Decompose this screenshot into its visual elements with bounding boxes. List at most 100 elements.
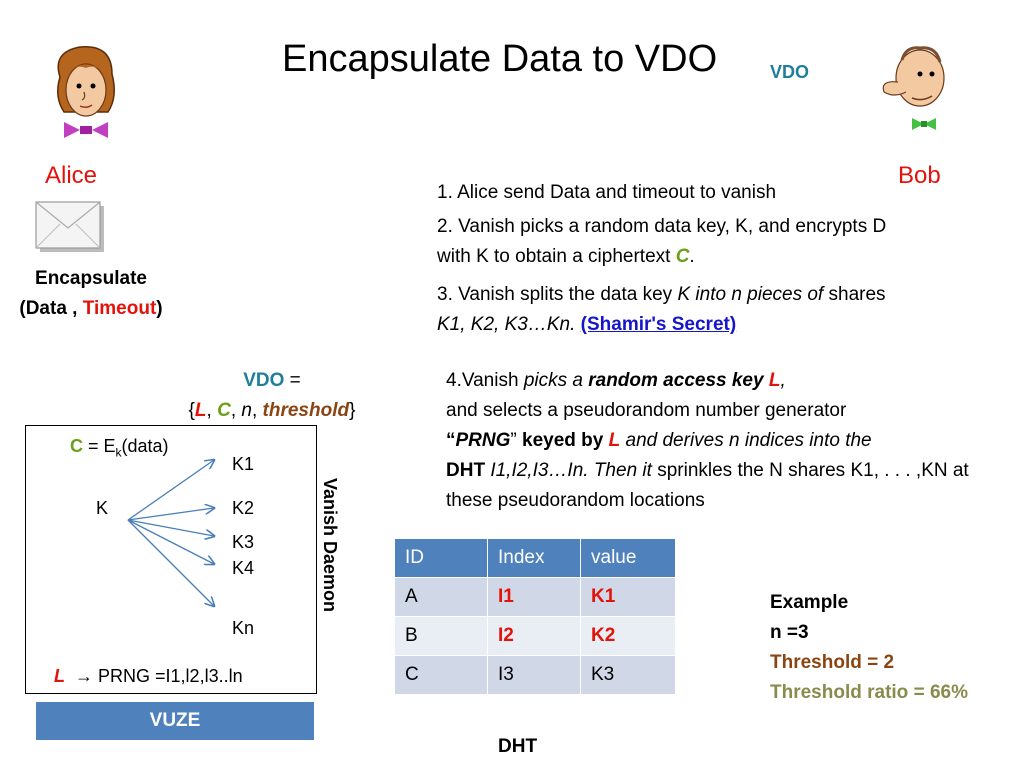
vdo-eq: =	[284, 370, 301, 391]
step-4-e: and selects a pseudorandom number genera…	[446, 400, 847, 421]
diagram-c: C	[70, 436, 83, 456]
diagram-c-sub: k	[115, 445, 122, 460]
step-3-a: 3. Vanish splits the data key	[437, 284, 678, 305]
vdo-open: {	[188, 400, 195, 421]
step-4-h: sprinkles the N shares K1, . . . ,KN at …	[446, 460, 969, 511]
shamir-secret-link[interactable]: (Shamir's Secret)	[580, 314, 737, 335]
encapsulate-label: Encapsulate	[35, 268, 147, 289]
table-row: C I3 K3	[394, 655, 676, 695]
step-2: 2. Vanish picks a random data key, K, an…	[437, 212, 897, 272]
step-4-f: and derives n indices into the	[620, 430, 872, 451]
slide-title: Encapsulate Data to VDO	[282, 38, 718, 80]
split-arrows	[127, 426, 316, 693]
step-4-prng: PRNG	[455, 430, 511, 451]
arrow-to-k2	[127, 508, 214, 521]
dht-cell: A	[394, 577, 488, 617]
vdo-threshold: threshold	[262, 400, 350, 421]
diagram-key-k: K	[96, 498, 109, 518]
prng-line: L → PRNG =I1,l2,l3..ln	[54, 666, 243, 687]
step-4-c: random access key	[588, 370, 769, 391]
dht-cell: K1	[580, 577, 676, 617]
diagram-c-data: (data)	[121, 436, 169, 456]
step-2-end: .	[689, 246, 695, 267]
step-1: 1. Alice send Data and timeout to vanish	[437, 182, 777, 203]
alice-name: Alice	[45, 162, 98, 189]
vanish-daemon-label: Vanish Daemon	[320, 478, 340, 613]
example-title: Example	[770, 592, 849, 613]
step-4-keyed: keyed by	[522, 430, 609, 451]
dht-cell: K2	[580, 616, 676, 656]
vdo-c: C	[217, 400, 231, 421]
vdo-line-1: VDO =	[162, 366, 382, 396]
envelope-icon	[35, 201, 104, 252]
encapsulate-open: (Data ,	[19, 298, 83, 319]
step-3-b: K into n pieces of	[677, 284, 824, 305]
bob-avatar	[882, 46, 945, 130]
step-4-l: L	[768, 370, 781, 391]
dht-cell: I2	[487, 616, 581, 656]
step-3-d: K1, K2, K3…Kn.	[437, 314, 581, 335]
bob-name: Bob	[898, 162, 941, 189]
encapsulate-timeout: Timeout	[82, 298, 157, 319]
diagram-c-eq: = E	[83, 436, 116, 456]
step-4-l2: L	[608, 430, 621, 451]
dht-header-row: ID Index value	[394, 538, 676, 578]
vdo-sep2: ,	[230, 400, 242, 421]
diagram-k1: K1	[232, 454, 255, 474]
diagram-kn: Kn	[232, 618, 255, 638]
example-n: n =3	[770, 622, 809, 643]
step-3: 3. Vanish splits the data key K into n p…	[437, 280, 917, 340]
diagram-k2: K2	[232, 498, 255, 518]
encapsulate-block: Encapsulate (Data , Timeout)	[0, 264, 182, 324]
encapsulate-args: (Data , Timeout)	[0, 294, 182, 324]
dht-col-value: value	[580, 538, 676, 578]
vdo-sep3: ,	[251, 400, 263, 421]
dht-col-id: ID	[394, 538, 488, 578]
dht-col-index: Index	[487, 538, 581, 578]
vdo-definition: VDO = {L, C, n, threshold}	[162, 366, 382, 426]
diagram-k4: K4	[232, 558, 255, 578]
vdo-name: VDO	[243, 370, 285, 391]
table-row: B I2 K2	[394, 616, 676, 656]
arrow-to-k1	[127, 460, 214, 521]
encapsulate-close: )	[156, 298, 163, 319]
example-threshold: Threshold = 2	[770, 652, 895, 673]
step-4-a: 4.Vanish	[446, 370, 524, 391]
step-4-b: picks a	[523, 370, 589, 391]
vdo-n: n	[241, 400, 252, 421]
key-split-diagram: C = Ek(data) K K1 K2 K3 K4 Kn L → PRNG =…	[25, 425, 317, 694]
arrow-icon: →	[75, 666, 94, 686]
table-row: A I1 K1	[394, 577, 676, 617]
dht-cell: K3	[580, 655, 676, 695]
vdo-line-2: {L, C, n, threshold}	[162, 396, 382, 426]
example-block: Example n =3 Threshold = 2 Threshold rat…	[770, 588, 968, 708]
step-4-q2: ”	[510, 430, 523, 451]
vuze-bar: VUZE	[36, 702, 314, 740]
step-2-c: C	[675, 246, 690, 267]
arrow-to-k3	[127, 519, 214, 536]
alice-avatar	[57, 46, 115, 138]
diagram-l: L	[54, 666, 65, 686]
example-ratio: Threshold ratio = 66%	[770, 682, 968, 703]
title-vdo-tag: VDO	[770, 62, 810, 82]
step-3-c: shares	[823, 284, 886, 305]
step-4-dht: DHT	[446, 460, 491, 481]
step-4-d: ,	[780, 370, 786, 391]
dht-cell: B	[394, 616, 488, 656]
diagram-k3: K3	[232, 532, 255, 552]
dht-table: ID Index value A I1 K1 B I2 K2 C I3 K3	[394, 538, 676, 695]
step-4-q1: “	[446, 430, 456, 451]
dht-label: DHT	[498, 736, 538, 757]
dht-cell: I1	[487, 577, 581, 617]
arrow-to-kn	[127, 519, 214, 606]
dht-cell: I3	[487, 655, 581, 695]
step-4: 4.Vanish picks a random access key L, and…	[446, 366, 986, 516]
diagram-prng: PRNG =I1,l2,l3..ln	[98, 666, 243, 686]
vdo-sep1: ,	[206, 400, 218, 421]
vdo-close: }	[349, 400, 356, 421]
arrow-to-k4	[127, 519, 214, 564]
ciphertext-formula: C = Ek(data)	[70, 436, 169, 460]
dht-cell: C	[394, 655, 488, 695]
vdo-l: L	[194, 400, 207, 421]
step-4-g: I1,I2,I3…In. Then it	[490, 460, 652, 481]
